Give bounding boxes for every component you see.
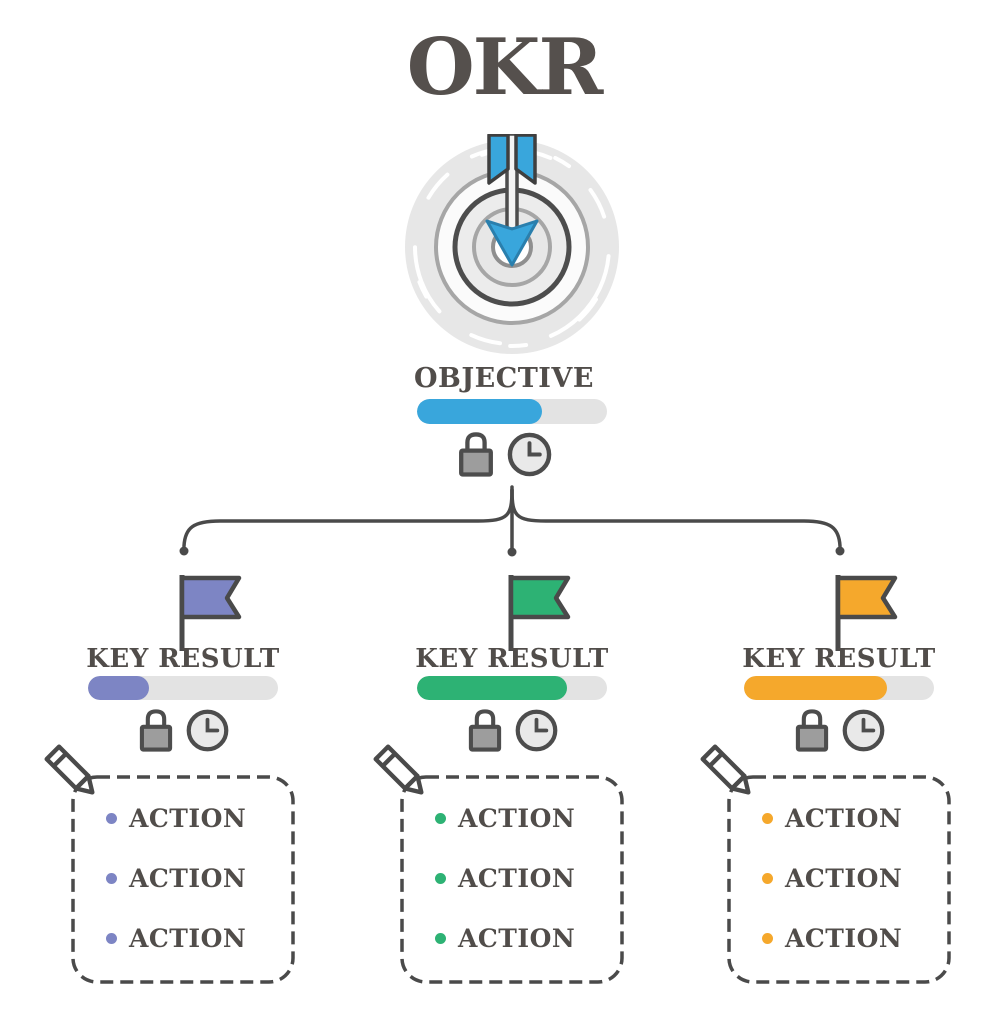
action-list: ACTION ACTION ACTION [399,774,625,985]
key-result-column: KEY RESULT [43,570,323,990]
bullet-dot-icon [435,812,446,824]
key-result-meta [43,706,323,754]
action-label: ACTION [785,803,903,833]
action-item: ACTION [106,923,296,953]
key-result-label: KEY RESULT [415,644,609,674]
action-label: ACTION [785,923,903,953]
lock-icon [139,709,173,752]
key-result-progress-fill [88,676,149,700]
key-result-meta [699,706,979,754]
lock-icon [468,709,502,752]
action-item: ACTION [435,803,625,833]
action-label: ACTION [129,803,247,833]
key-result-progress-fill [417,676,568,700]
branch-connector [179,485,845,557]
action-label: ACTION [785,863,903,893]
key-result-progress-bar [744,676,934,700]
clock-icon [507,432,552,476]
key-result-progress-fill [744,676,887,700]
dashed-border [400,775,624,984]
clock-icon [842,709,885,751]
objective-meta [0,429,1008,479]
action-label: ACTION [458,923,576,953]
action-item: ACTION [762,803,952,833]
bullet-dot-icon [106,932,117,944]
bullet-dot-icon [106,872,117,884]
actions-box: ACTION ACTION ACTION [399,774,625,985]
bullet-dot-icon [762,812,773,824]
actions-box: ACTION ACTION ACTION [726,774,952,985]
target-bullseye-arrow-icon [405,134,619,354]
flag-icon [179,575,242,651]
action-label: ACTION [129,863,247,893]
key-result-column: KEY RESULT [372,570,652,990]
action-list: ACTION ACTION ACTION [70,774,296,985]
bullet-dot-icon [435,872,446,884]
action-item: ACTION [435,923,625,953]
key-result-meta [372,706,652,754]
clock-icon [186,709,229,751]
bullet-dot-icon [762,932,773,944]
bullet-dot-icon [762,872,773,884]
action-item: ACTION [435,863,625,893]
lock-icon [795,709,829,752]
page-title: OKR [406,22,604,113]
objective-progress-fill [417,399,543,424]
action-label: ACTION [129,923,247,953]
action-label: ACTION [458,863,576,893]
key-result-label: KEY RESULT [86,644,280,674]
key-result-progress-bar [417,676,607,700]
action-label: ACTION [458,803,576,833]
action-list: ACTION ACTION ACTION [726,774,952,985]
action-item: ACTION [106,803,296,833]
action-item: ACTION [762,863,952,893]
bullet-dot-icon [106,812,117,824]
lock-icon [459,432,493,477]
flag-icon [508,575,571,651]
objective-label: OBJECTIVE [414,363,594,394]
bullet-dot-icon [435,932,446,944]
actions-box: ACTION ACTION ACTION [70,774,296,985]
action-item: ACTION [106,863,296,893]
pencil-icon [373,744,424,795]
objective-progress-bar [417,399,607,424]
key-result-progress-bar [88,676,278,700]
key-result-label: KEY RESULT [742,644,936,674]
clock-icon [515,709,558,751]
dashed-border [71,775,295,984]
flag-icon [835,575,898,651]
pencil-icon [700,744,751,795]
action-item: ACTION [762,923,952,953]
dashed-border [727,775,951,984]
key-result-column: KEY RESULT [699,570,979,990]
